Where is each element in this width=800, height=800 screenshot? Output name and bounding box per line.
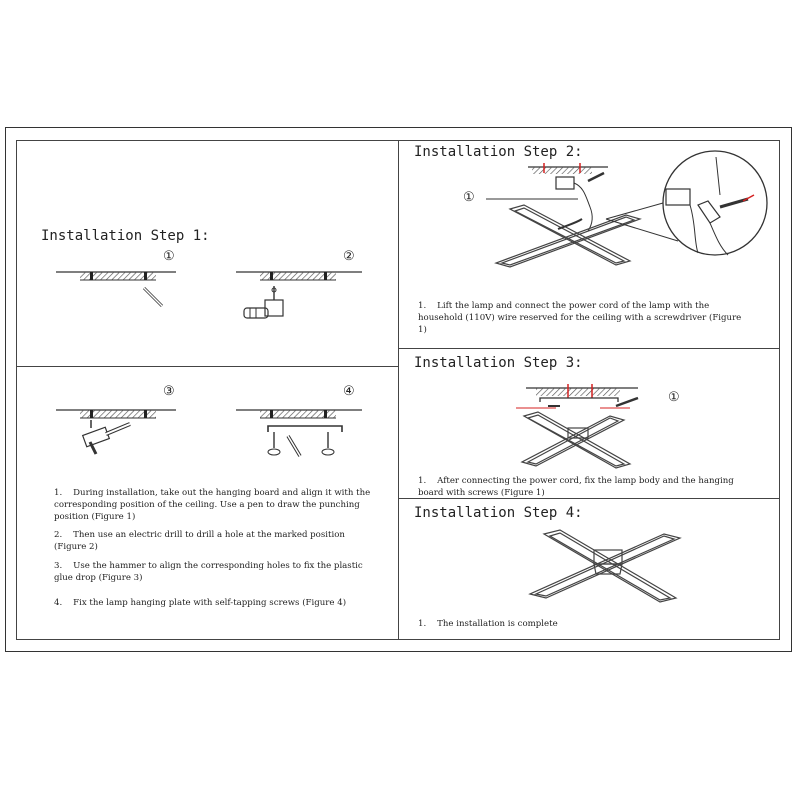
figure-1-drawing bbox=[56, 271, 176, 308]
instruction-number: 1. bbox=[418, 301, 427, 311]
outer-frame bbox=[5, 127, 792, 652]
instruction-number: 1. bbox=[418, 619, 427, 629]
figure-4-number: ④ bbox=[343, 384, 355, 399]
step1-instruction-2: 2. Then use an electric drill to drill a… bbox=[54, 529, 374, 553]
step2-figure-number: ① bbox=[463, 190, 475, 205]
step3-drawing bbox=[516, 384, 639, 469]
instruction-text: After connecting the power cord, fix the… bbox=[418, 476, 734, 498]
ceiling-figure-1 bbox=[0, 0, 380, 140]
vertical-divider bbox=[398, 140, 400, 640]
step3-figure-number: ① bbox=[668, 390, 680, 405]
instruction-number: 1. bbox=[54, 488, 63, 498]
figure-2-number: ② bbox=[343, 249, 355, 264]
step4-instruction: 1. The installation is complete bbox=[418, 618, 748, 630]
figure-1-number: ① bbox=[163, 249, 175, 264]
step2-drawing bbox=[486, 150, 768, 268]
step3-title: Installation Step 3: bbox=[414, 355, 583, 371]
right-divider-1 bbox=[398, 348, 780, 350]
step1-instruction-3: 3. Use the hammer to align the correspon… bbox=[54, 560, 374, 584]
step1-instruction-1: 1. During installation, take out the han… bbox=[54, 487, 374, 523]
instruction-text: The installation is complete bbox=[437, 619, 558, 629]
figure-3-number: ③ bbox=[163, 384, 175, 399]
instruction-number: 2. bbox=[54, 530, 63, 540]
figure-3-drawing bbox=[56, 409, 176, 455]
instruction-text: Fix the lamp hanging plate with self-tap… bbox=[73, 598, 347, 608]
step1-instruction-4: 4. Fix the lamp hanging plate with self-… bbox=[54, 597, 374, 609]
step2-instruction: 1. Lift the lamp and connect the power c… bbox=[418, 300, 748, 336]
instruction-text: Lift the lamp and connect the power cord… bbox=[418, 301, 742, 335]
instruction-text: During installation, take out the hangin… bbox=[54, 488, 371, 522]
step3-instruction: 1. After connecting the power cord, fix … bbox=[418, 475, 748, 499]
instruction-number: 3. bbox=[54, 561, 63, 571]
figure-2-drawing bbox=[236, 271, 362, 319]
step2-title: Installation Step 2: bbox=[414, 144, 583, 160]
left-horizontal-divider bbox=[16, 366, 398, 368]
right-divider-2 bbox=[398, 498, 780, 500]
step4-title: Installation Step 4: bbox=[414, 505, 583, 521]
instruction-text: Then use an electric drill to drill a ho… bbox=[54, 530, 345, 552]
instruction-number: 1. bbox=[418, 476, 427, 486]
step4-drawing bbox=[528, 529, 682, 603]
instruction-text: Use the hammer to align the correspondin… bbox=[54, 561, 363, 583]
figure-4-drawing bbox=[236, 409, 362, 457]
instruction-number: 4. bbox=[54, 598, 63, 608]
step1-title: Installation Step 1: bbox=[41, 228, 210, 244]
